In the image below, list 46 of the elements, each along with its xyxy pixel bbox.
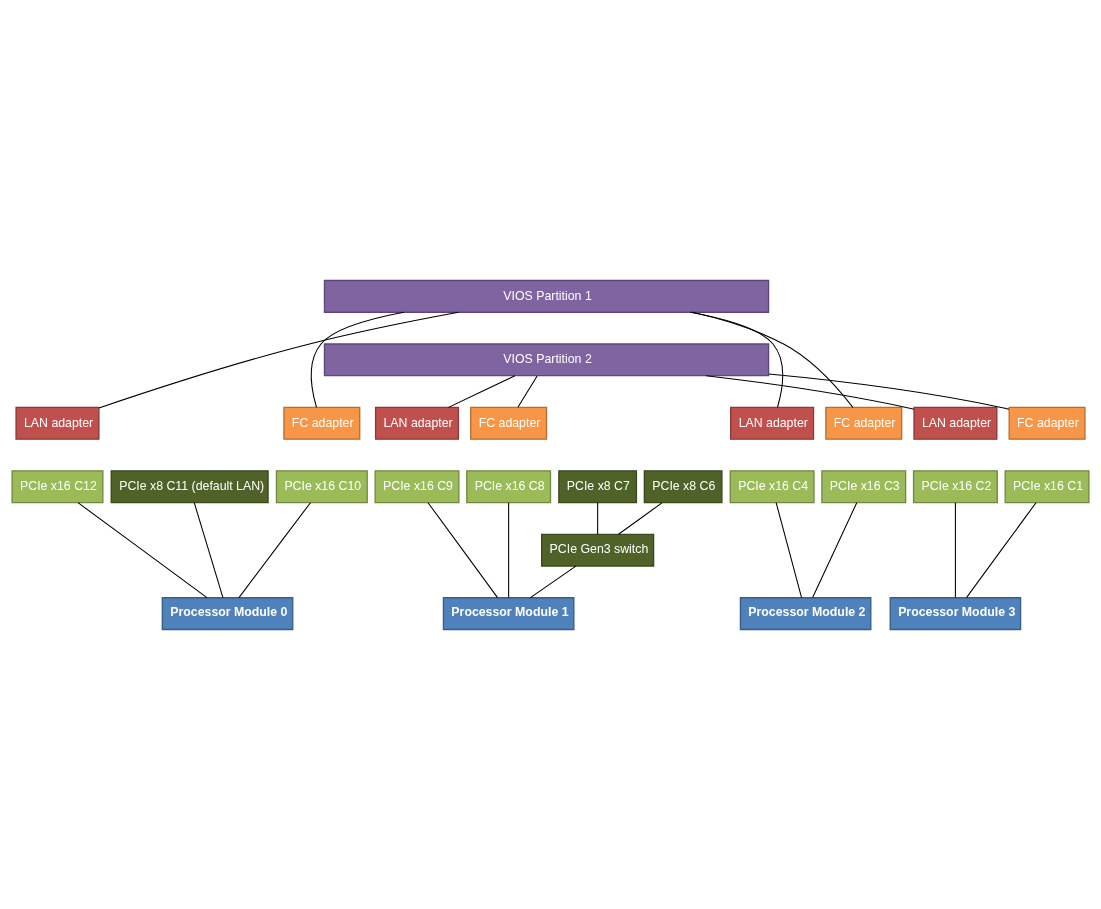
connector — [705, 374, 915, 410]
node-box: PCIe x16 C3 — [821, 469, 907, 503]
connector — [689, 311, 784, 408]
node-box: PCIe x16 C1 — [1004, 469, 1090, 503]
node-box: Processor Module 1 — [442, 596, 575, 630]
node-box: VIOS Partition 1 — [323, 279, 770, 313]
node-box: PCIe x16 C10 — [275, 469, 368, 503]
connector — [77, 501, 208, 598]
connector — [529, 565, 577, 598]
connector — [517, 374, 538, 408]
node-box: LAN adapter — [913, 406, 998, 440]
node-box: PCIe x16 C12 — [11, 469, 104, 503]
connector — [618, 501, 663, 535]
node-box: PCIe x16 C9 — [374, 469, 460, 503]
connector — [448, 374, 516, 408]
node-box: PCIe Gen3 switch — [541, 533, 655, 567]
node-box: Processor Module 3 — [889, 596, 1022, 630]
connector — [691, 311, 854, 408]
node-box: PCIe x16 C4 — [729, 469, 815, 503]
node-box: FC adapter — [1008, 406, 1086, 440]
node-box: PCIe x8 C11 (default LAN) — [110, 469, 269, 503]
connector — [238, 501, 311, 598]
node-box: PCIe x16 C2 — [912, 469, 998, 503]
connector — [597, 501, 599, 535]
node-box: Processor Module 2 — [739, 596, 872, 630]
connector — [965, 501, 1037, 598]
connector — [98, 311, 460, 408]
node-box: VIOS Partition 2 — [323, 342, 770, 376]
connector — [954, 501, 956, 598]
node-box: FC adapter — [470, 406, 548, 440]
connector — [427, 501, 499, 598]
connector — [812, 501, 858, 598]
connector — [193, 501, 224, 598]
node-box: PCIe x8 C6 — [643, 469, 723, 503]
node-box: LAN adapter — [374, 406, 460, 440]
connector — [508, 501, 510, 598]
node-box: Processor Module 0 — [161, 596, 294, 630]
node-box: FC adapter — [825, 406, 903, 440]
node-box: LAN adapter — [730, 406, 815, 440]
connector — [768, 372, 1010, 410]
node-box: PCIe x16 C8 — [466, 469, 552, 503]
connector — [310, 311, 405, 408]
node-box: FC adapter — [283, 406, 361, 440]
node-box: PCIe x8 C7 — [558, 469, 638, 503]
connector — [775, 501, 803, 598]
node-box: LAN adapter — [15, 406, 100, 440]
